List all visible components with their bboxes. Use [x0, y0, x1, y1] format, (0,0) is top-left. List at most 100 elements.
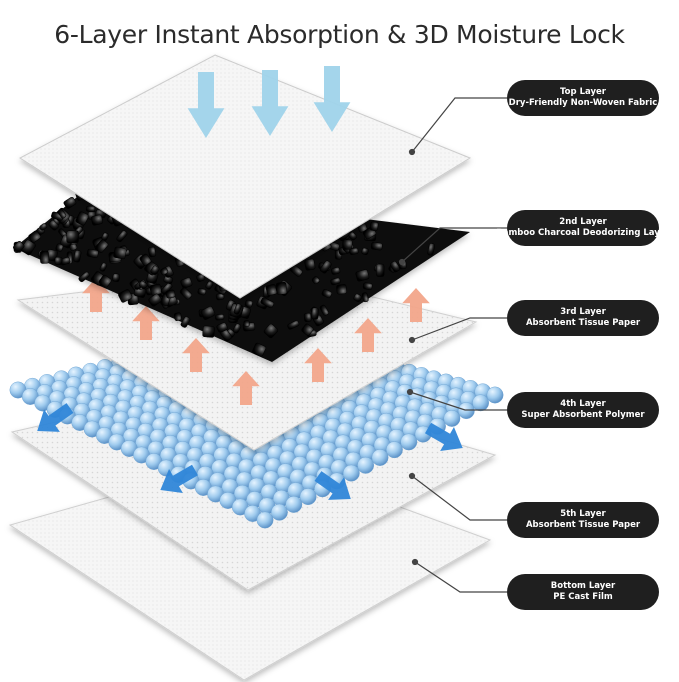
leader-line-2nd — [401, 227, 507, 263]
label-4th-layer-desc: Super Absorbent Polymer — [521, 410, 645, 420]
leader-dot-5th — [408, 472, 416, 480]
charcoal-granule — [95, 239, 109, 253]
leader-line-5th — [411, 475, 507, 521]
polymer-bead — [400, 433, 418, 451]
charcoal-granule — [319, 260, 332, 274]
leader-line-3rd — [411, 317, 507, 341]
charcoal-granule — [214, 314, 225, 321]
up-arrow-icon — [402, 288, 430, 322]
charcoal-granule — [28, 230, 41, 243]
leader-dot-2nd — [398, 258, 406, 266]
top-layer-sheet — [19, 54, 472, 299]
charcoal-granule — [165, 289, 176, 299]
down-arrow-icon — [313, 66, 351, 132]
spread-arrows — [37, 403, 463, 500]
charcoal-granule — [361, 292, 369, 303]
charcoal-granule — [303, 312, 312, 322]
polymer-bead — [270, 503, 288, 521]
charcoal-granule — [150, 265, 160, 275]
charcoal-granule — [112, 273, 121, 282]
label-2nd-layer-desc: Bamboo Charcoal Deodorizing Layer — [496, 228, 670, 238]
label-5th-layer-desc: Absorbent Tissue Paper — [525, 520, 641, 530]
label-top-layer-name: Top Layer — [560, 87, 606, 97]
label-bottom-layer: Bottom Layer PE Cast Film — [507, 574, 659, 610]
polymer-bead — [299, 488, 317, 505]
charcoal-granule — [75, 211, 89, 226]
leader-lines — [398, 97, 507, 593]
charcoal-granule — [148, 246, 157, 258]
leader-dot-3rd — [408, 336, 416, 344]
label-5th-layer-name: 5th Layer — [560, 509, 606, 519]
charcoal-granule — [85, 205, 96, 212]
label-5th-layer: 5th Layer Absorbent Tissue Paper — [507, 502, 659, 538]
spread-arrow-icon — [160, 464, 198, 493]
charcoal-granule — [101, 232, 109, 241]
charcoal-granule — [265, 284, 278, 296]
charcoal-granule — [330, 277, 341, 286]
charcoal-granule — [48, 220, 59, 231]
charcoal-granule — [90, 214, 103, 226]
polymer-bead — [371, 449, 389, 466]
charcoal-granule — [99, 262, 108, 272]
leader-line-4th — [409, 391, 507, 411]
label-top-layer-desc: Dry-Friendly Non-Woven Fabric — [508, 98, 658, 108]
label-3rd-layer: 3rd Layer Absorbent Tissue Paper — [507, 300, 659, 336]
charcoal-granule — [73, 250, 82, 263]
charcoal-granule — [355, 269, 370, 282]
charcoal-granule — [301, 323, 314, 336]
polymer-bead — [256, 511, 274, 529]
charcoal-granule — [39, 223, 48, 231]
up-arrow-icon — [132, 306, 160, 340]
charcoal-granule — [54, 256, 63, 265]
up-arrow-icon — [304, 348, 332, 382]
polymer-bead — [486, 386, 504, 404]
charcoal-granule — [39, 250, 50, 264]
charcoal-granule — [304, 258, 316, 271]
charcoal-granule — [311, 307, 319, 320]
charcoal-granule — [376, 263, 385, 277]
charcoal-granule — [260, 297, 275, 309]
polymer-bead — [443, 409, 461, 427]
charcoal-granule — [86, 248, 99, 258]
leader-dot-4th — [406, 388, 414, 396]
charcoal-granule — [138, 280, 148, 290]
charcoal-granule — [353, 293, 362, 302]
label-4th-layer-name: 4th Layer — [560, 399, 606, 409]
leader-dot-bottom — [411, 558, 419, 566]
polymer-bead — [385, 441, 403, 459]
leader-line-top — [411, 97, 507, 153]
charcoal-granule — [311, 276, 320, 285]
leader-dot-top — [408, 148, 416, 156]
diagram-title: 6-Layer Instant Absorption & 3D Moisture… — [54, 19, 625, 49]
charcoal-granule — [370, 242, 383, 251]
label-3rd-layer-name: 3rd Layer — [560, 307, 606, 317]
charcoal-granule — [319, 304, 329, 316]
charcoal-granule — [336, 284, 347, 295]
charcoal-granule — [342, 239, 353, 250]
label-2nd-layer-name: 2nd Layer — [559, 217, 607, 227]
polymer-bead — [472, 394, 489, 412]
charcoal-granule — [13, 241, 25, 253]
down-arrow-icon — [187, 72, 225, 138]
spread-arrow-icon — [425, 422, 463, 451]
charcoal-granule — [349, 247, 359, 255]
charcoal-granule — [205, 280, 214, 290]
label-bottom-layer-desc: PE Cast Film — [553, 592, 613, 602]
charcoal-granule — [232, 323, 242, 334]
charcoal-granule — [275, 281, 288, 295]
charcoal-granule — [63, 196, 77, 209]
charcoal-granule — [113, 246, 127, 260]
polymer-bead — [342, 464, 360, 482]
charcoal-granule — [160, 267, 169, 276]
charcoal-granule — [118, 289, 133, 303]
charcoal-granule — [139, 253, 152, 266]
charcoal-granule — [233, 303, 242, 315]
polymer-bead — [285, 495, 303, 513]
label-4th-layer: 4th Layer Super Absorbent Polymer — [507, 392, 659, 428]
downward-arrows — [187, 66, 351, 138]
charcoal-granule — [180, 316, 191, 328]
charcoal-granule — [390, 261, 401, 273]
charcoal-granule — [244, 299, 253, 308]
charcoal-granule — [369, 221, 379, 232]
